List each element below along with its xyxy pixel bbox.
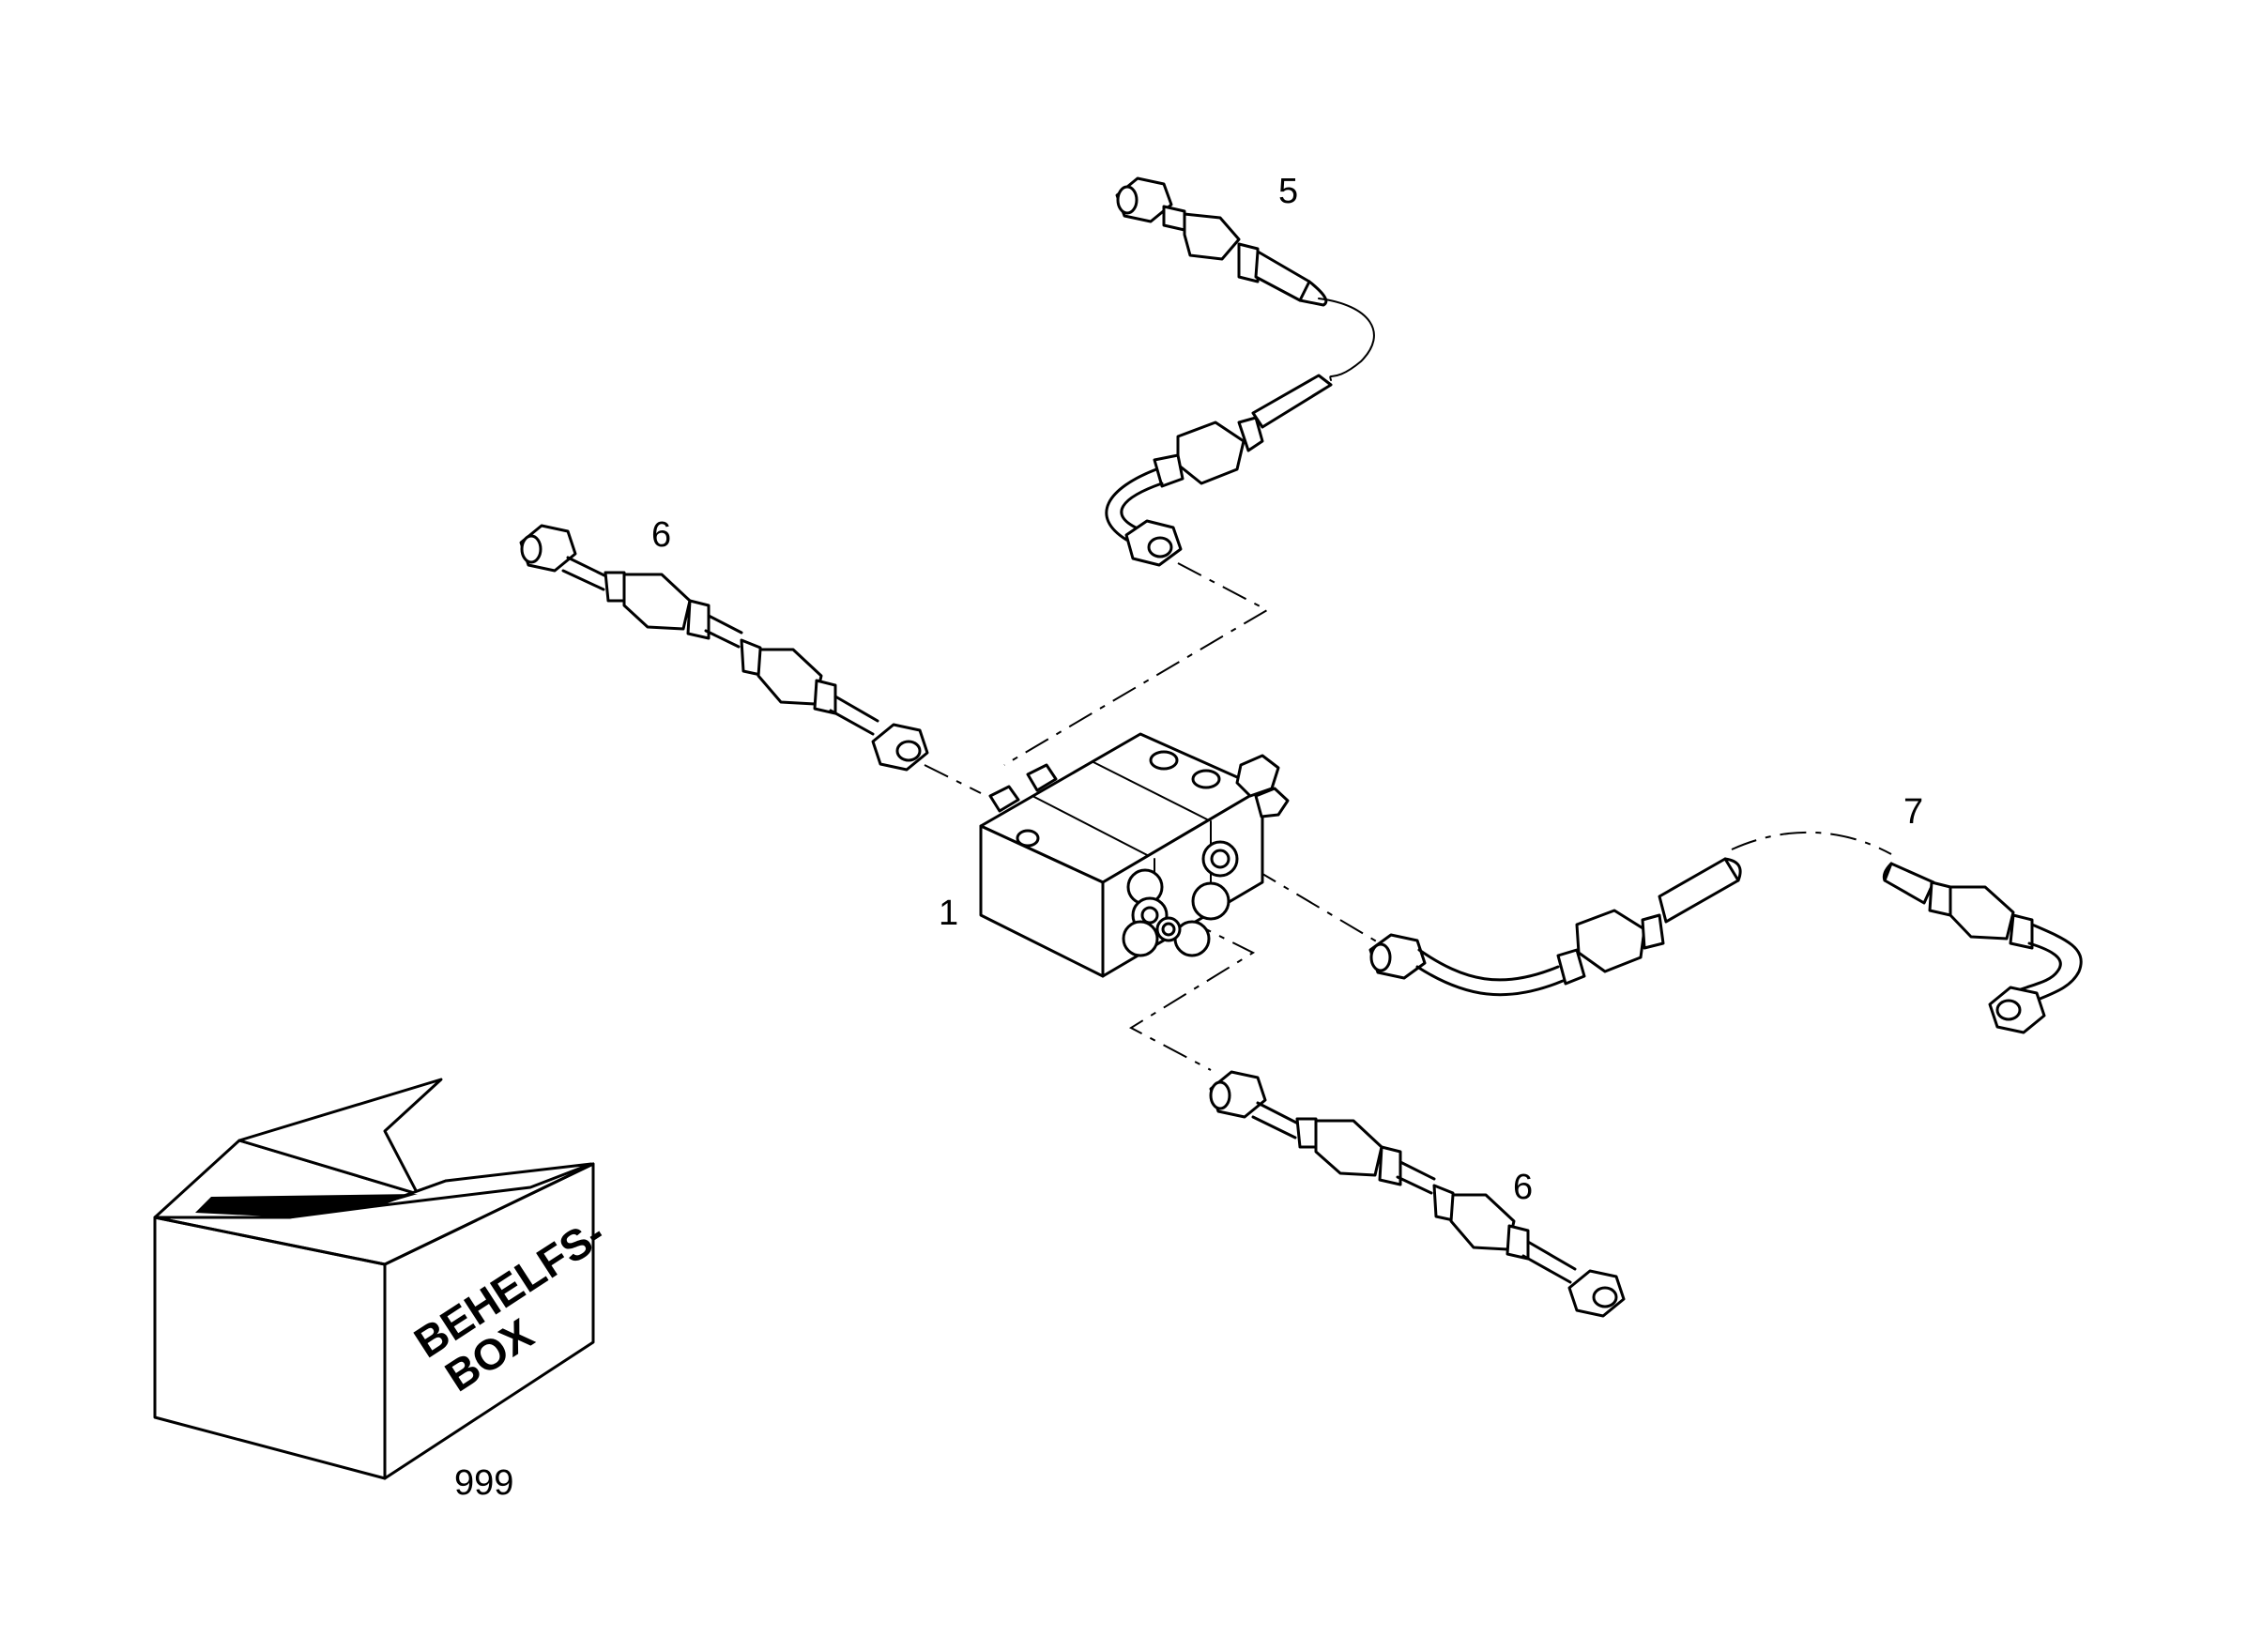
callout-item-6-lower: 6	[1513, 1168, 1533, 1207]
callout-item-1: 1	[939, 894, 958, 933]
callout-item-7: 7	[1903, 792, 1923, 832]
pipe-assembly-5	[1105, 176, 1375, 567]
distributor-block	[979, 732, 1290, 978]
pipe-assembly-7	[1368, 857, 2083, 1034]
callout-item-6-upper: 6	[651, 515, 671, 555]
pipe-assembly-6-lower	[1209, 1070, 1626, 1318]
behelfs-box: BEHELFS- BOX	[153, 1078, 613, 1480]
callout-item-999: 999	[454, 1463, 513, 1503]
pipe-assembly-6-upper	[519, 524, 929, 772]
assembly-centerlines	[924, 562, 1892, 1071]
callout-item-5: 5	[1278, 172, 1298, 211]
